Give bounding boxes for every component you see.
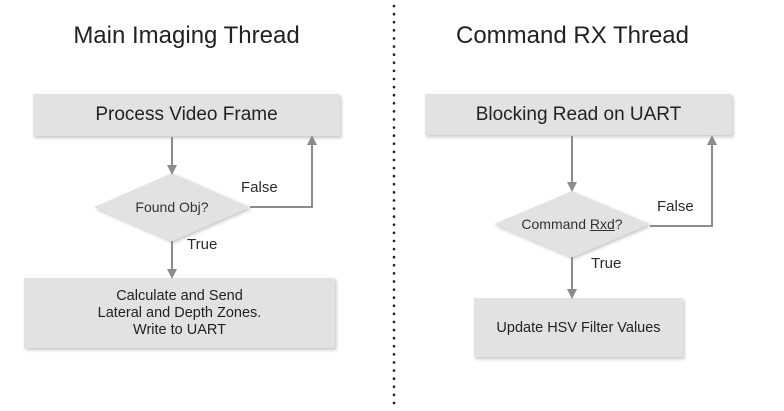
command-rxd-underlined: Rxd (589, 216, 615, 232)
process-video-frame-label: Process Video Frame (95, 104, 278, 125)
update-hsv-filter-label: Update HSV Filter Values (496, 319, 661, 336)
found-obj-label: Found Obj? (135, 199, 209, 215)
command-rxd-suffix: ? (614, 216, 623, 232)
right-true-label: True (591, 255, 622, 272)
blocking-read-uart-label: Blocking Read on UART (475, 103, 682, 125)
left-arrow-false-loop (250, 135, 317, 208)
right-arrow-false-loop (650, 135, 717, 227)
calculate-and-send-label: Calculate and Send Lateral and Depth Zon… (97, 287, 262, 338)
main-imaging-thread-title: Main Imaging Thread (73, 22, 300, 49)
left-false-label: False (241, 179, 278, 196)
left-true-label: True (187, 236, 218, 253)
process-video-frame-box (33, 94, 340, 136)
command-rxd-label: Command Rxd? (494, 211, 650, 237)
command-rxd-decision-diamond (494, 191, 650, 257)
update-hsv-filter-box (474, 298, 683, 357)
found-obj-decision-diamond (94, 173, 250, 241)
command-rx-thread-title: Command RX Thread (456, 22, 689, 49)
command-rxd-prefix: Command (521, 216, 590, 232)
blocking-read-uart-box (425, 94, 732, 135)
calculate-and-send-box (24, 278, 335, 348)
right-false-label: False (657, 198, 694, 215)
